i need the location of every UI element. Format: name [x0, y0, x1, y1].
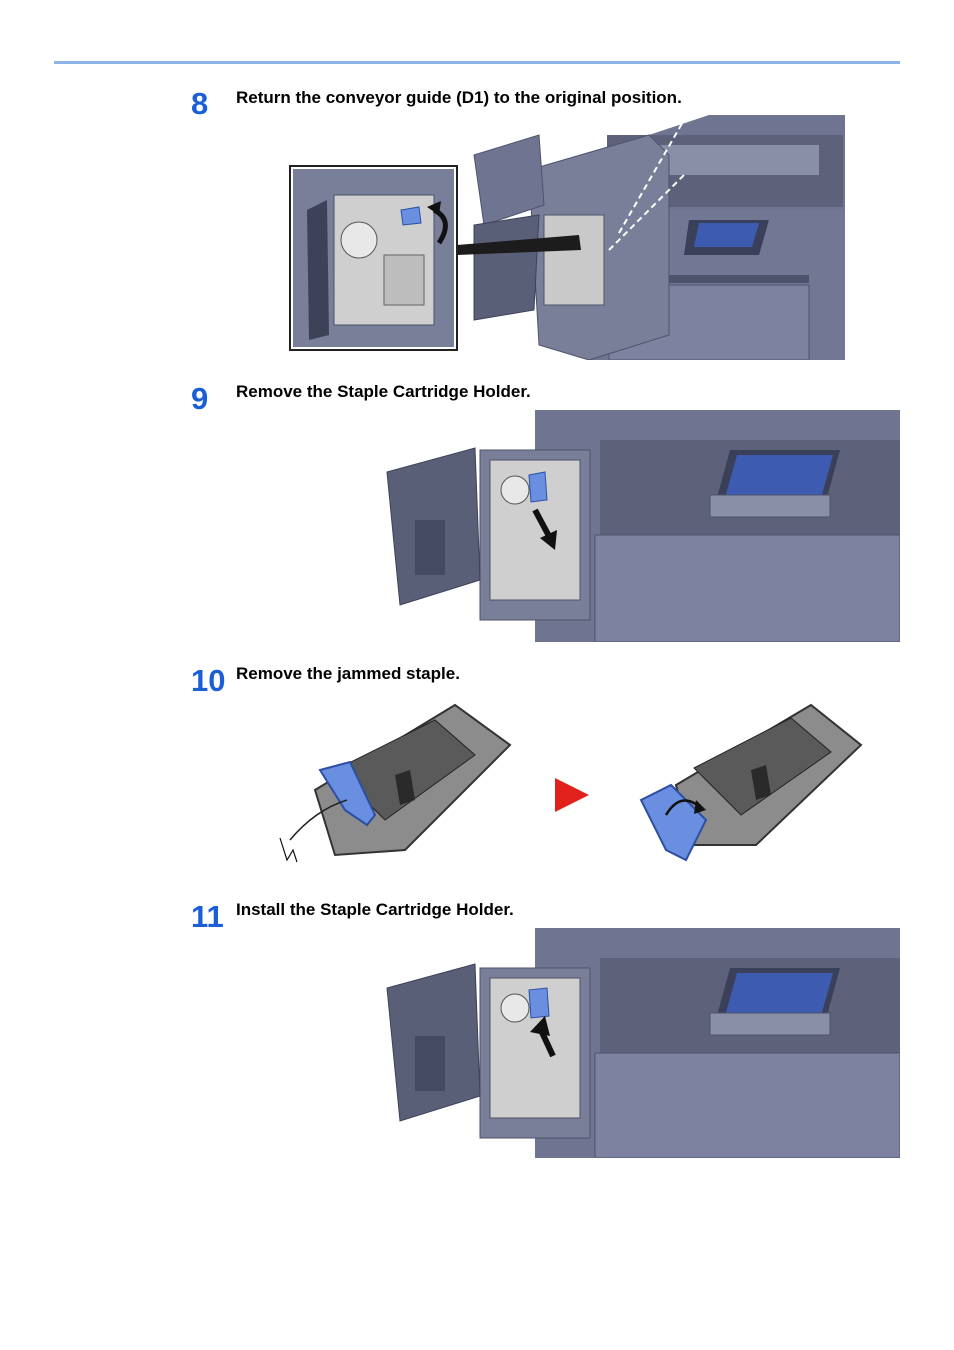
step-11-illustration [385, 928, 900, 1158]
step-10-instruction: Remove the jammed staple. [236, 664, 460, 683]
step-11-number: 11 [191, 899, 224, 934]
step-8-illustration [289, 115, 845, 360]
step-8-instruction: Return the conveyor guide (D1) to the or… [236, 88, 682, 107]
step-11-instruction: Install the Staple Cartridge Holder. [236, 900, 514, 919]
step-10-illustration-after [636, 700, 866, 865]
step-10-next-arrow-icon [555, 778, 591, 812]
header-rule [54, 61, 900, 64]
step-10-number: 10 [191, 663, 226, 698]
step-9-number: 9 [191, 381, 209, 416]
step-8-number: 8 [191, 86, 209, 121]
step-9-instruction: Remove the Staple Cartridge Holder. [236, 382, 531, 401]
step-9-illustration [385, 410, 900, 642]
step-10-illustration-before [275, 700, 515, 870]
